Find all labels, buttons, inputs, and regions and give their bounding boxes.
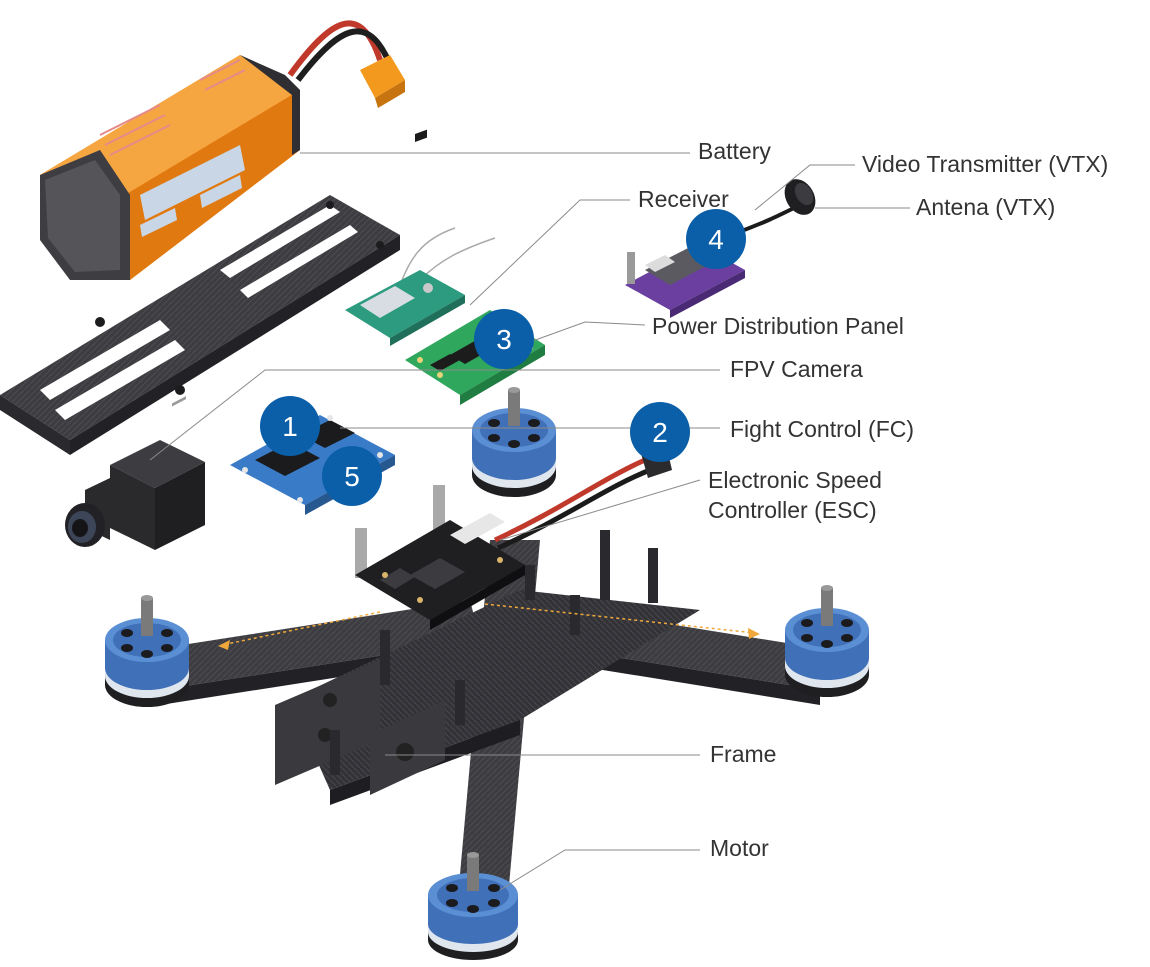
motor-right [785,585,869,697]
label-antenna: Antena (VTX) [916,194,1056,220]
leader-lines [149,152,910,891]
label-motor: Motor [710,835,769,861]
badge-2: 2 [630,402,690,462]
motor-left [105,595,189,707]
label-battery: Battery [698,138,771,164]
badge-5-text: 5 [344,461,360,492]
frame [150,530,830,945]
badge-3: 3 [474,309,534,369]
label-video-transmitter: Video Transmitter (VTX) [862,151,1109,177]
motor-back [472,387,556,497]
badge-3-text: 3 [496,324,512,355]
badge-2-text: 2 [652,417,668,448]
antenna [784,179,816,215]
label-frame: Frame [710,741,777,767]
label-esc-line2: Controller (ESC) [708,497,877,523]
top-plate [0,195,400,455]
label-flight-control: Fight Control (FC) [730,416,915,442]
badge-4-text: 4 [708,224,724,255]
badge-1: 1 [260,396,320,456]
label-receiver: Receiver [638,186,729,212]
label-esc-line1: Electronic Speed [708,467,882,493]
badge-4: 4 [686,209,746,269]
fpv-camera [65,396,205,550]
battery [40,20,405,280]
badge-1-text: 1 [282,411,298,442]
badge-5: 5 [322,446,382,506]
receiver [345,129,496,346]
label-fpv-camera: FPV Camera [730,356,863,382]
label-power-distribution-panel: Power Distribution Panel [652,313,904,339]
electronic-speed-controller [355,440,672,630]
motor-front [428,852,518,960]
